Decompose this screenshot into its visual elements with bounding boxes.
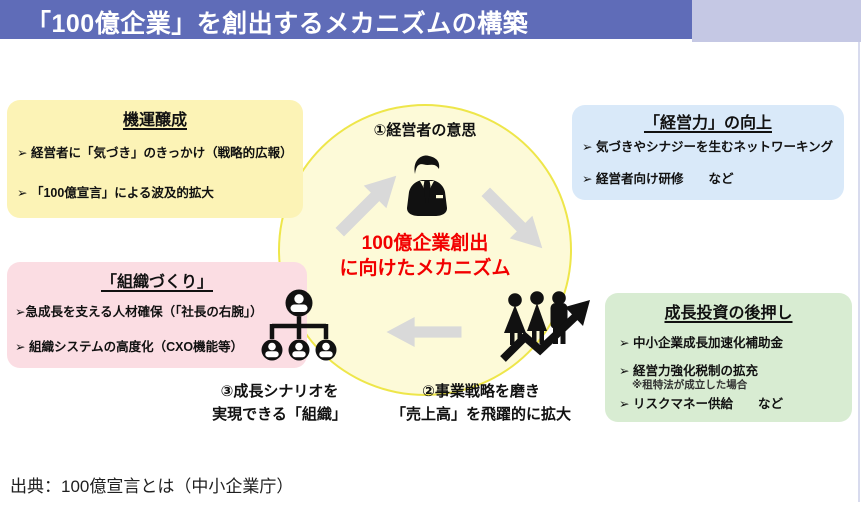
organization-bullet-2: ➢ 組織システムの高度化（CXO機能等）: [15, 340, 244, 354]
growth-bullet-2: ➢ 経営力強化税制の拡充: [619, 364, 758, 378]
step2-label: ②事業戦略を磨き 「売上高」を飛躍的に拡大: [386, 380, 576, 426]
growth-box: 成長投資の後押し ➢ 中小企業成長加速化補助金 ➢ 経営力強化税制の拡充 ※租特…: [605, 293, 852, 422]
arrow-left-icon: [386, 317, 462, 347]
momentum-box: 機運醸成 ➢ 経営者に「気づき」のきっかけ（戦略的広報） ➢ 「100億宣言」に…: [7, 100, 303, 218]
management-box-title: 「経営力」の向上: [643, 115, 772, 132]
momentum-box-title: 機運醸成: [122, 112, 187, 129]
org-chart-icon: [261, 289, 337, 361]
slide-right-edge-line: [858, 42, 860, 502]
businessman-icon: [407, 155, 447, 216]
header-bar: [0, 0, 692, 39]
growth-bullet-3: ➢ リスクマネー供給 など: [619, 397, 783, 411]
growth-bullet-1: ➢ 中小企業成長加速化補助金: [619, 336, 783, 350]
growth-note: ※租特法が成立した場合: [632, 379, 748, 391]
step3-label-line1: ③成長シナリオを: [220, 383, 339, 400]
core-message-line1: 100億企業創出: [361, 233, 489, 254]
organization-bullet-1: ➢急成長を支える人材確保（「社長の右腕」）: [15, 305, 263, 319]
step3-label-line2: 実現できる「組織」: [212, 406, 347, 423]
step3-label: ③成長シナリオを 実現できる「組織」: [197, 380, 362, 426]
org-chart-subordinates: [261, 339, 337, 361]
header-bar-light-segment: [692, 0, 861, 42]
page-title: 「100億企業」を創出するメカニズムの構築: [26, 10, 529, 38]
source-citation: 出典：100億宣言とは（中小企業庁）: [10, 477, 294, 496]
management-bullet-1: ➢ 気づきやシナジーを生むネットワーキング: [582, 140, 834, 154]
arrow-up-right-icon: [335, 175, 397, 237]
organization-box-title: 「組織づくり」: [100, 274, 213, 291]
management-bullet-2: ➢ 経営者向け研修 など: [582, 172, 734, 186]
growth-box-title: 成長投資の後押し: [664, 305, 793, 322]
step2-label-line2: 「売上高」を飛躍的に拡大: [390, 406, 571, 423]
momentum-bullet-1: ➢ 経営者に「気づき」のきっかけ（戦略的広報）: [17, 146, 293, 160]
core-message-line2: に向けたメカニズム: [339, 258, 511, 279]
organization-box: 「組織づくり」 ➢急成長を支える人材確保（「社長の右腕」） ➢ 組織システムの高…: [7, 262, 307, 368]
team-growth-arrow-icon: [500, 291, 590, 362]
arrow-down-right-icon: [481, 187, 543, 249]
momentum-bullet-2: ➢ 「100億宣言」による波及的拡大: [17, 186, 214, 200]
core-message: 100億企業創出 に向けたメカニズム: [315, 231, 535, 281]
step1-label: ①経営者の意思: [373, 122, 477, 139]
step2-label-line1: ②事業戦略を磨き: [422, 383, 540, 400]
management-box: 「経営力」の向上 ➢ 気づきやシナジーを生むネットワーキング ➢ 経営者向け研修…: [572, 105, 844, 200]
